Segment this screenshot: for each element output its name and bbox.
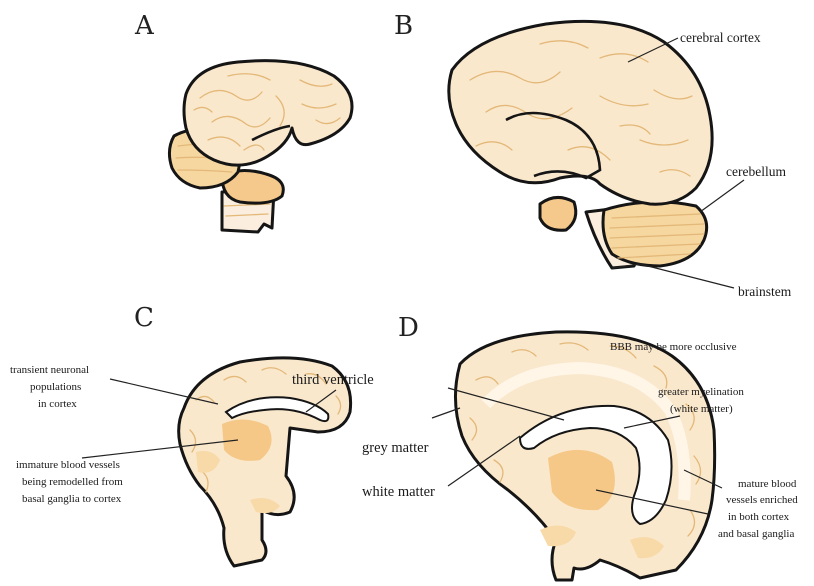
panel-d-brain-illustration xyxy=(455,332,714,580)
label-transient-3: in cortex xyxy=(38,398,77,410)
label-immature-2: being remodelled from xyxy=(22,476,123,488)
panel-c-letter: C xyxy=(134,303,154,333)
panel-c-basal-ganglia xyxy=(222,419,272,460)
label-transient-2: populations xyxy=(30,381,81,393)
label-mature-4: and basal ganglia xyxy=(718,528,794,540)
label-grey-matter: grey matter xyxy=(362,440,429,456)
panel-b: B cerebral cortex cerebellum brainstem xyxy=(394,11,792,299)
label-bbb: BBB may be more occlusive xyxy=(610,341,737,353)
cerebellum-leader xyxy=(700,180,744,212)
label-immature-1: immature blood vessels xyxy=(16,459,120,471)
label-mature-2: vessels enriched xyxy=(726,494,798,506)
label-brainstem: brainstem xyxy=(738,284,792,299)
label-transient-1: transient neuronal xyxy=(10,364,89,376)
panel-a-letter: A xyxy=(134,11,155,41)
panel-b-letter: B xyxy=(394,11,413,41)
label-immature-3: basal ganglia to cortex xyxy=(22,493,122,505)
panel-a-brain-illustration xyxy=(169,61,352,232)
label-mature-1: mature blood xyxy=(738,478,797,490)
panel-a-cerebrum xyxy=(184,61,352,166)
panel-c: C transient neuronal populations in cort… xyxy=(10,303,374,566)
panel-d-letter: D xyxy=(398,313,419,343)
label-cerebral-cortex: cerebral cortex xyxy=(680,30,761,45)
label-white-matter: white matter xyxy=(362,484,435,500)
panel-d: D BBB may be more occlusive greater myel… xyxy=(362,313,798,580)
label-myelination-2: (white matter) xyxy=(670,403,733,415)
label-third-ventricle: third ventricle xyxy=(292,372,374,388)
label-mature-3: in both cortex xyxy=(728,511,790,523)
label-myelination-1: greater myelination xyxy=(658,386,744,398)
panel-b-brain-illustration xyxy=(449,21,712,268)
label-cerebellum: cerebellum xyxy=(726,164,786,179)
panel-b-pons xyxy=(540,197,576,230)
panel-a: A xyxy=(134,11,352,232)
panel-c-brain-illustration xyxy=(179,358,351,566)
